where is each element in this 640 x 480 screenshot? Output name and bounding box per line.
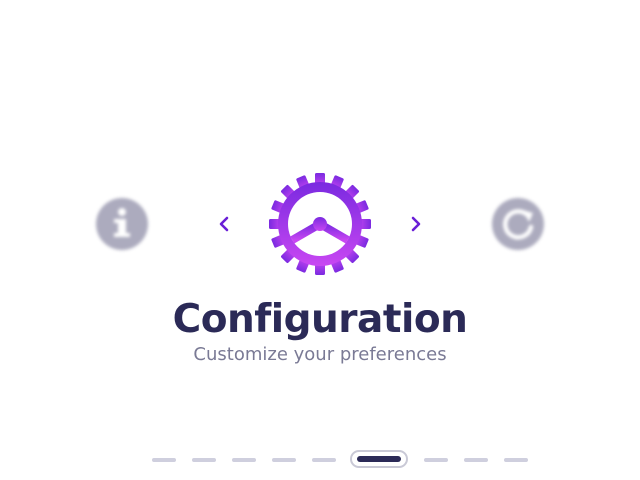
- page-dot[interactable]: [192, 458, 216, 462]
- page-dot[interactable]: [504, 458, 528, 462]
- chevron-right-icon: [411, 216, 421, 232]
- slide-subtitle: Customize your preferences: [193, 344, 447, 365]
- chevron-left-icon: [219, 216, 229, 232]
- gear-icon: [267, 171, 373, 277]
- next-slide-button[interactable]: [404, 211, 428, 237]
- page-dot[interactable]: [312, 458, 336, 462]
- page-dot-active[interactable]: [350, 450, 408, 468]
- page-dot[interactable]: [272, 458, 296, 462]
- slide-title: Configuration: [172, 297, 468, 342]
- page-dot[interactable]: [424, 458, 448, 462]
- page-dot[interactable]: [152, 458, 176, 462]
- refresh-icon[interactable]: [491, 197, 545, 251]
- pagination-indicator: [0, 449, 640, 471]
- info-icon[interactable]: [95, 197, 149, 251]
- page-dot[interactable]: [464, 458, 488, 462]
- previous-slide-button[interactable]: [212, 211, 236, 237]
- page-dot[interactable]: [232, 458, 256, 462]
